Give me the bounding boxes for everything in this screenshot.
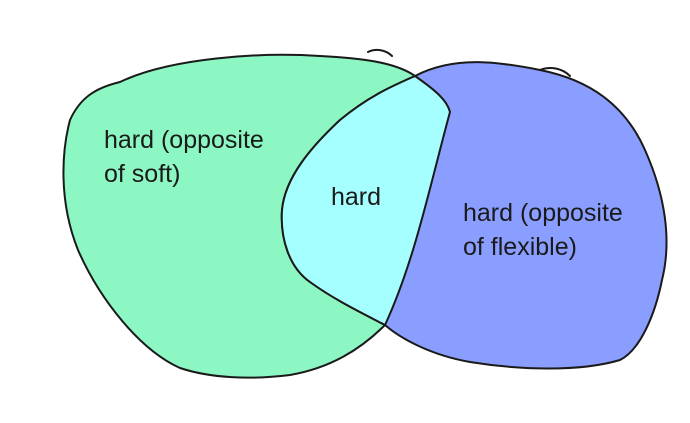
right-set-label: hard (opposite of flexible) [463, 196, 623, 264]
overlap-shape [280, 75, 451, 326]
left-set-label: hard (opposite of soft) [104, 123, 264, 191]
right-set-label-line2: of flexible) [463, 233, 577, 261]
overlap-label-text: hard [331, 183, 382, 211]
left-set-label-line1: hard (opposite [104, 126, 264, 154]
sketch-mark [539, 67, 571, 77]
sketch-mark [367, 48, 393, 57]
overlap-label: hard [331, 180, 381, 214]
left-set-label-line2: of soft) [104, 160, 181, 188]
right-set-label-line1: hard (opposite [463, 199, 623, 227]
